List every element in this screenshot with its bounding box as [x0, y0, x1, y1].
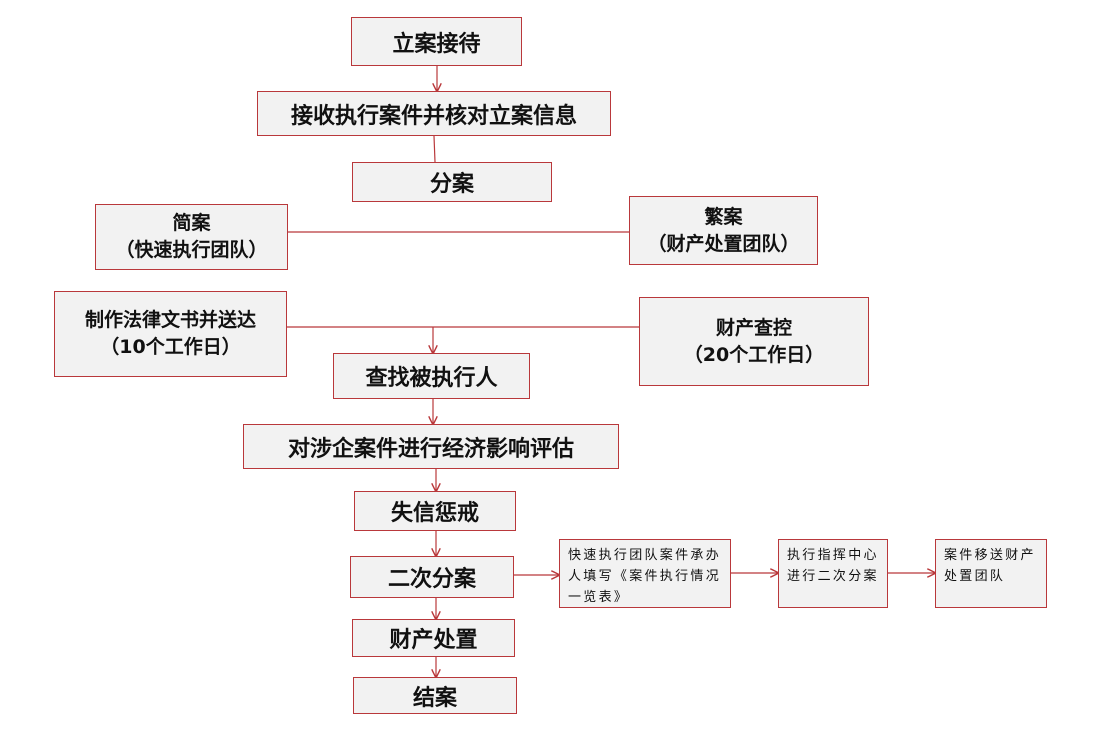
branch-simple-case: 简案 （快速执行团队） [95, 204, 288, 270]
step-close-case-label: 结案 [412, 685, 457, 711]
branch-simple-case-title: 简案 [172, 212, 211, 234]
step-second-assignment-label: 二次分案 [387, 567, 476, 592]
step-find-person-label: 查找被执行人 [365, 366, 498, 391]
step-property-control-duration: （20个工作日） [683, 343, 825, 366]
step-property-control: 财产查控 （20个工作日） [639, 297, 869, 386]
step-close-case: 结案 [353, 677, 517, 714]
step-legal-documents: 制作法律文书并送达 （10个工作日） [54, 291, 287, 377]
step-filing-reception-label: 立案接待 [392, 31, 481, 57]
step-legal-documents-title: 制作法律文书并送达 [84, 309, 256, 331]
step-legal-documents-duration: （10个工作日） [100, 336, 241, 358]
step-credit-discipline: 失信惩戒 [354, 491, 516, 531]
step-impact-assessment: 对涉企案件进行经济影响评估 [243, 424, 619, 469]
step-filing-reception: 立案接待 [351, 17, 522, 66]
substep-fill-form-label: 快速执行团队案件承办人填写《案件执行情况一览表》 [568, 548, 722, 605]
branch-simple-case-team: （快速执行团队） [115, 239, 268, 261]
step-assign-case: 分案 [352, 162, 552, 202]
step-find-person: 查找被执行人 [333, 353, 530, 399]
substep-center-reassign-label: 执行指挥中心进行二次分案 [787, 548, 879, 584]
step-receive-case: 接收执行案件并核对立案信息 [257, 91, 611, 136]
step-property-disposal: 财产处置 [352, 619, 515, 657]
step-property-disposal-label: 财产处置 [389, 628, 478, 653]
step-receive-case-label: 接收执行案件并核对立案信息 [290, 103, 577, 129]
substep-center-reassign: 执行指挥中心进行二次分案 [778, 539, 888, 608]
step-impact-assessment-label: 对涉企案件进行经济影响评估 [287, 436, 574, 462]
line-receive-to-assign [433, 135, 436, 163]
substep-transfer-case-label: 案件移送财产处置团队 [944, 548, 1036, 584]
branch-complex-case: 繁案 （财产处置团队） [629, 196, 818, 265]
step-assign-case-label: 分案 [429, 172, 474, 197]
branch-complex-case-team: （财产处置团队） [647, 232, 800, 255]
step-second-assignment: 二次分案 [350, 556, 514, 598]
substep-transfer-case: 案件移送财产处置团队 [935, 539, 1047, 608]
branch-complex-case-title: 繁案 [704, 205, 743, 228]
step-property-control-title: 财产查控 [715, 316, 792, 339]
step-credit-discipline-label: 失信惩戒 [390, 501, 479, 526]
substep-fill-form: 快速执行团队案件承办人填写《案件执行情况一览表》 [559, 539, 731, 608]
